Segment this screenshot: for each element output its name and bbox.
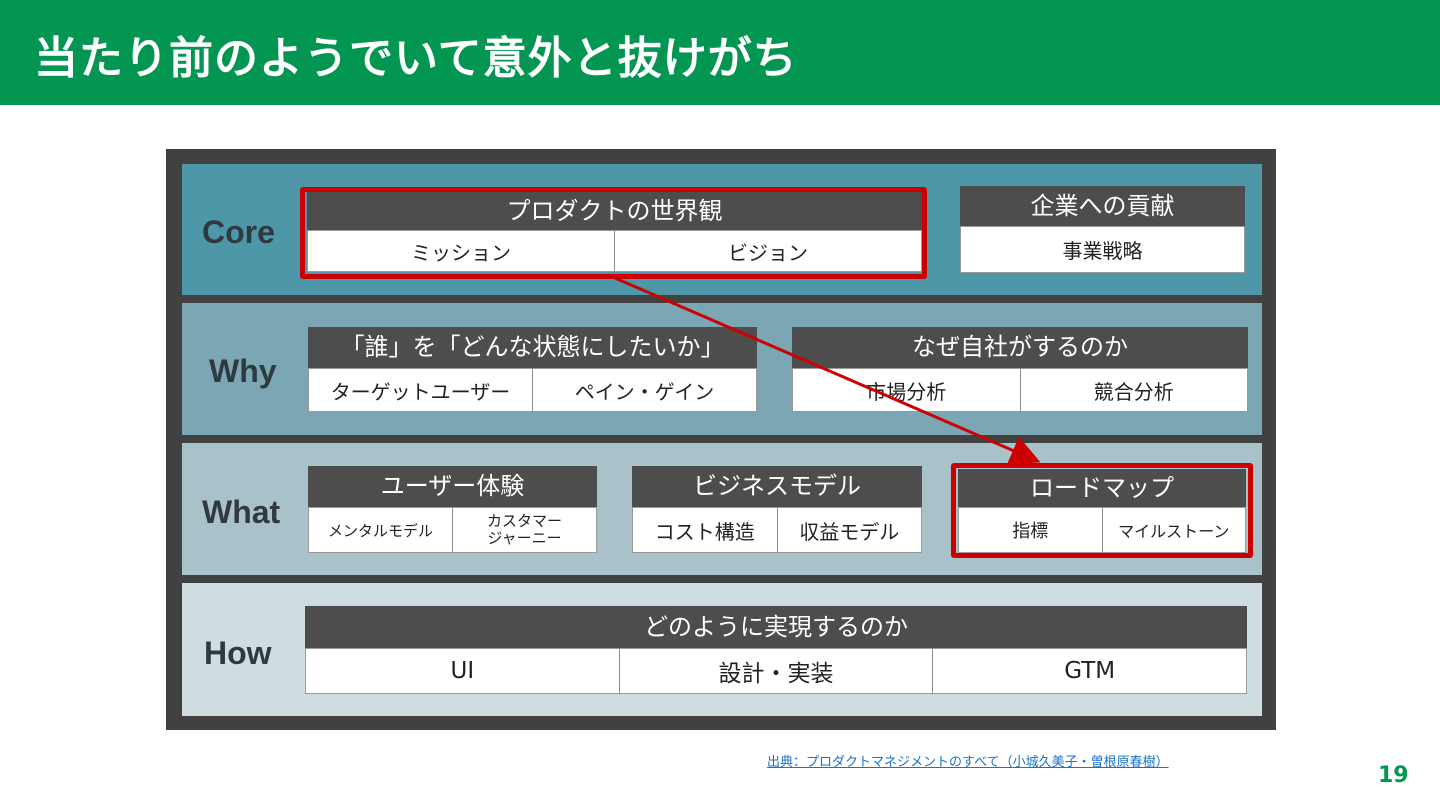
cell-ui: UI [450,658,475,684]
card-body: 市場分析 競合分析 [792,368,1248,412]
page-number: 19 [1378,763,1409,788]
card-title: どのように実現するのか [305,606,1247,648]
highlight-roadmap [951,463,1253,558]
layer-label-core: Core [202,214,275,250]
layer-why: Why 「誰」を「どんな状態にしたいか」 ターゲットユーザー ペイン・ゲイン な… [182,303,1262,435]
card-business-model: ビジネスモデル コスト構造 収益モデル [632,466,922,553]
card-title: ビジネスモデル [632,466,922,507]
cell-metrics: 指標 [1012,521,1049,542]
card-title: なぜ自社がするのか [792,327,1248,368]
card-why-us: なぜ自社がするのか 市場分析 競合分析 [792,327,1248,412]
cell-mission: ミッション [411,240,511,265]
layer-label-how: How [204,635,272,671]
cell-gtm: GTM [932,649,1246,693]
cell-vision: ビジョン [614,231,921,271]
card-title: プロダクトの世界観 [307,192,922,230]
cell-competitor-analysis: 競合分析 [1019,369,1248,411]
layer-label-what: What [202,494,281,530]
card-company-contribution: 企業への貢献 事業戦略 [960,186,1245,273]
layer-label-why: Why [209,353,277,389]
cell-customer-journey: カスタマー ジャーニー [452,508,596,552]
cell-target-user: ターゲットユーザー [330,379,511,404]
slide-header: 当たり前のようでいて意外と抜けがち [0,0,1440,105]
slide-title: 当たり前のようでいて意外と抜けがち [34,33,798,84]
card-body: ターゲットユーザー ペイン・ゲイン [308,368,757,412]
cell-line: カスタマー [486,512,562,530]
cell-pain-gain: ペイン・ゲイン [532,369,756,411]
card-how-to-realize: どのように実現するのか UI 設計・実装 GTM [305,606,1247,694]
card-body: ミッション ビジョン [307,230,922,272]
card-roadmap: ロードマップ 指標 マイルストーン [958,469,1246,553]
cell-mental-model: メンタルモデル [327,521,433,540]
card-body: 指標 マイルストーン [958,507,1246,553]
card-body: メンタルモデル カスタマー ジャーニー [308,507,597,553]
cell-milestone: マイルストーン [1101,508,1246,552]
cell-design-implementation: 設計・実装 [618,649,933,693]
layer-how: How どのように実現するのか UI 設計・実装 GTM [182,583,1262,716]
citation-link[interactable]: 出典：プロダクトマネジメントのすべて（小城久美子・曽根原春樹） [767,755,1169,770]
layer-core: Core プロダクトの世界観 ミッション ビジョン 企業への貢献 事業戦略 [182,164,1262,295]
highlight-world-view [300,187,927,279]
cell-line: ジャーニー [487,529,562,547]
cell-cost-structure: コスト構造 [654,519,755,544]
card-user-experience: ユーザー体験 メンタルモデル カスタマー ジャーニー [308,466,597,553]
card-title: ユーザー体験 [308,466,597,507]
card-title: 「誰」を「どんな状態にしたいか」 [308,327,757,368]
card-world-view: プロダクトの世界観 ミッション ビジョン [307,192,922,272]
card-body: 事業戦略 [960,226,1245,273]
arrow-line [614,276,1041,465]
cell-revenue-model: 収益モデル [776,508,922,552]
card-body: コスト構造 収益モデル [632,507,922,553]
cell-business-strategy: 事業戦略 [1062,239,1143,263]
card-who: 「誰」を「どんな状態にしたいか」 ターゲットユーザー ペイン・ゲイン [308,327,757,412]
card-body: UI 設計・実装 GTM [305,648,1247,694]
card-title: 企業への貢献 [960,186,1245,226]
card-title: ロードマップ [958,469,1246,507]
